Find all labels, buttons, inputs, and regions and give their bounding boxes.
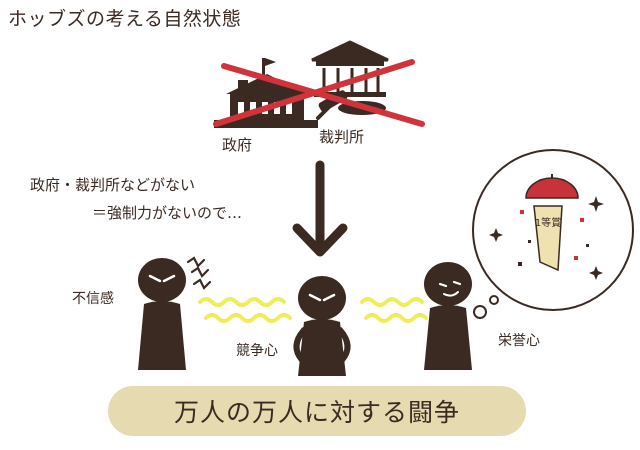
banner-text: 万人の万人に対する闘争: [173, 398, 460, 427]
court-label: 裁判所: [319, 128, 365, 146]
figure-rivalry: [293, 276, 351, 376]
stress-lines-icon: [186, 256, 212, 290]
glory-label: 栄誉心: [498, 333, 540, 349]
note-line-2: ＝強制力がないので…: [92, 204, 243, 222]
medal-icon: 1等賞: [525, 174, 579, 272]
squiggle-right-icon: [360, 297, 428, 323]
cross-out-mark-icon: [213, 59, 425, 127]
distrust-label: 不信感: [72, 291, 114, 307]
squiggle-left-icon: [198, 297, 292, 323]
medal-text: 1等賞: [535, 216, 561, 229]
conclusion-banner: 万人の万人に対する闘争: [108, 386, 526, 436]
rivalry-label: 競争心: [236, 343, 278, 359]
note-line-1: 政府・裁判所などがない: [30, 176, 196, 194]
government-label: 政府: [222, 136, 253, 154]
down-arrow-icon: [292, 160, 348, 257]
figure-glory: [424, 262, 472, 370]
figure-distrust: [138, 258, 186, 370]
sparkle-icon: [489, 196, 604, 280]
page-title: ホッブズの考える自然状態: [8, 8, 242, 30]
